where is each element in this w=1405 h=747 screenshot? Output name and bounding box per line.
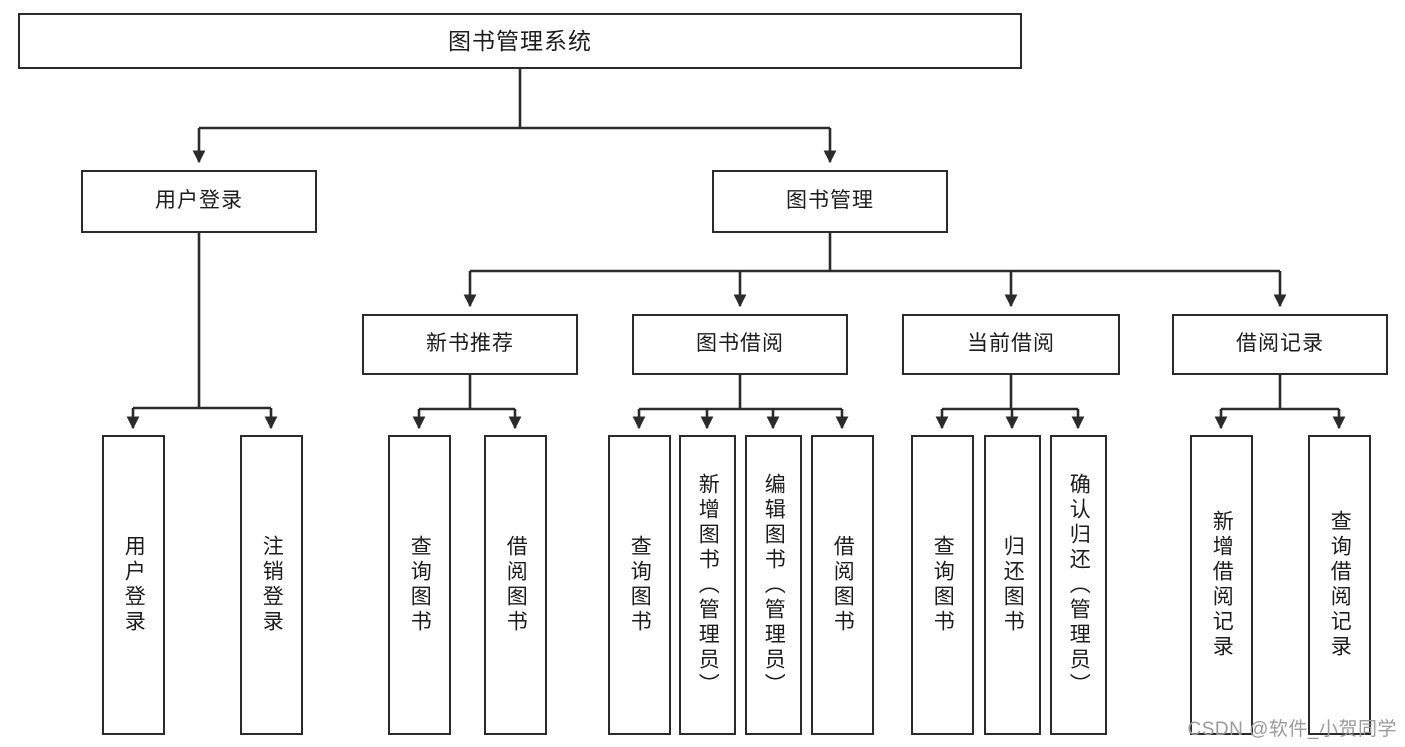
node-query-book-current[interactable]: 查询图书 [911, 435, 974, 735]
node-query-book-current-label: 查询图书 [931, 535, 955, 635]
node-borrow-book-recommend[interactable]: 借阅图书 [484, 435, 547, 735]
node-add-borrow-record-label: 新增借阅记录 [1210, 510, 1234, 660]
node-query-borrow-record-label: 查询借阅记录 [1328, 510, 1352, 660]
node-root-label: 图书管理系统 [448, 27, 592, 54]
node-borrow-book-borrow-label: 借阅图书 [831, 535, 855, 635]
node-return-book[interactable]: 归还图书 [984, 435, 1041, 735]
node-book-management-label: 图书管理 [786, 189, 874, 213]
node-add-borrow-record[interactable]: 新增借阅记录 [1190, 435, 1253, 735]
node-borrow-book-recommend-label: 借阅图书 [504, 535, 528, 635]
node-user-login-label: 用户登录 [155, 189, 243, 213]
node-query-book-recommend-label: 查询图书 [408, 535, 432, 635]
node-borrow-record-label: 借阅记录 [1236, 332, 1324, 356]
node-new-book-recommend-label: 新书推荐 [426, 332, 514, 356]
node-user-login-leaf-label: 用户登录 [122, 535, 146, 635]
node-book-borrow-label: 图书借阅 [696, 332, 784, 356]
node-edit-book-admin-label: 编辑图书（管理员） [762, 472, 786, 698]
node-add-book-admin-label: 新增图书（管理员） [696, 472, 720, 698]
node-book-management[interactable]: 图书管理 [712, 170, 948, 233]
node-user-login[interactable]: 用户登录 [81, 170, 317, 233]
node-book-borrow[interactable]: 图书借阅 [632, 314, 848, 375]
node-current-borrow[interactable]: 当前借阅 [902, 314, 1120, 375]
node-query-book-borrow-label: 查询图书 [628, 535, 652, 635]
node-query-book-borrow[interactable]: 查询图书 [608, 435, 671, 735]
node-confirm-return-admin-label: 确认归还（管理员） [1067, 472, 1091, 698]
node-query-book-recommend[interactable]: 查询图书 [388, 435, 451, 735]
node-borrow-record[interactable]: 借阅记录 [1172, 314, 1388, 375]
node-borrow-book-borrow[interactable]: 借阅图书 [811, 435, 874, 735]
node-root[interactable]: 图书管理系统 [18, 13, 1022, 69]
node-new-book-recommend[interactable]: 新书推荐 [362, 314, 578, 375]
node-user-login-leaf[interactable]: 用户登录 [102, 435, 165, 735]
node-current-borrow-label: 当前借阅 [967, 332, 1055, 356]
node-query-borrow-record[interactable]: 查询借阅记录 [1308, 435, 1371, 735]
node-confirm-return-admin[interactable]: 确认归还（管理员） [1050, 435, 1107, 735]
node-logout-leaf[interactable]: 注销登录 [240, 435, 303, 735]
node-add-book-admin[interactable]: 新增图书（管理员） [679, 435, 736, 735]
node-return-book-label: 归还图书 [1001, 535, 1025, 635]
node-logout-leaf-label: 注销登录 [260, 535, 284, 635]
node-edit-book-admin[interactable]: 编辑图书（管理员） [745, 435, 802, 735]
